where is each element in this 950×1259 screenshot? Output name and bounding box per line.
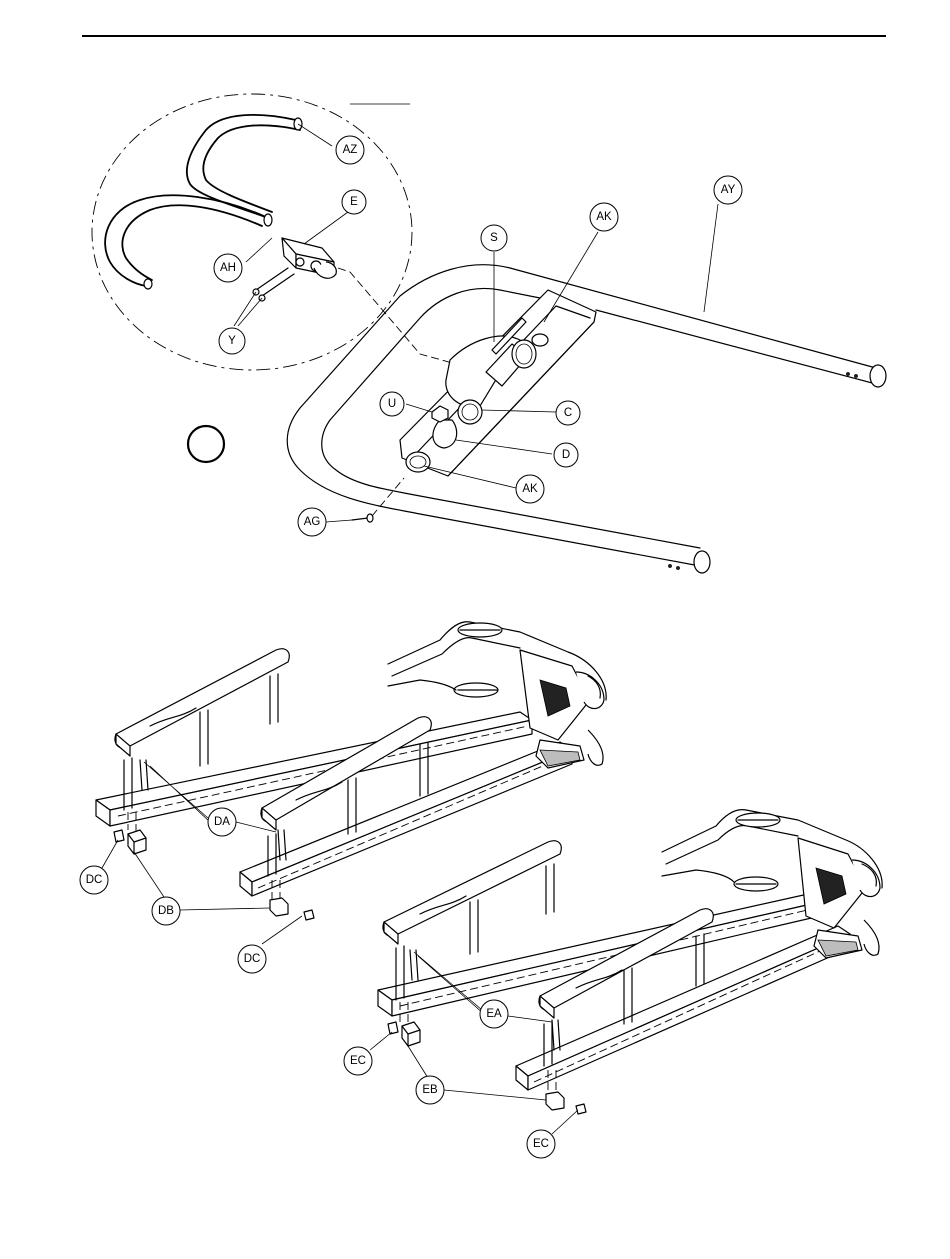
callout-e: E (342, 190, 366, 214)
callout-ea-label: EA (486, 1008, 502, 1020)
frame-assembly-d (96, 622, 606, 920)
callout-c: C (556, 401, 580, 425)
callout-d-label: D (562, 449, 570, 461)
callout-dc-right-label: DC (244, 953, 261, 965)
callout-y-label: Y (228, 335, 236, 347)
callout-ak-bottom: AK (516, 475, 544, 503)
callout-dc-left-label: DC (86, 874, 103, 886)
detail-view (92, 94, 456, 370)
callout-u-label: U (388, 398, 396, 410)
callout-ak-top: AK (590, 203, 618, 231)
main-frame-assembly (287, 265, 886, 573)
callout-s: S (481, 225, 507, 251)
callout-da-label: DA (214, 816, 230, 828)
callout-dc-left: DC (80, 866, 108, 894)
callout-ak-bottom-label: AK (522, 483, 538, 495)
callout-ec-right: EC (527, 1130, 555, 1158)
callout-ec-left: EC (344, 1047, 372, 1075)
callout-c-label: C (564, 407, 572, 419)
callout-ea: EA (480, 1000, 508, 1028)
callout-eb: EB (416, 1076, 444, 1104)
callout-ag-label: AG (304, 516, 321, 528)
callout-ah: AH (214, 254, 242, 282)
callout-az: AZ (336, 136, 364, 164)
callout-s-label: S (490, 232, 498, 244)
callout-y: Y (219, 328, 245, 354)
callout-eb-label: EB (422, 1084, 438, 1096)
callout-ag: AG (298, 508, 326, 536)
callout-d: D (554, 443, 578, 467)
callout-da: DA (208, 808, 236, 836)
callout-ak-top-label: AK (596, 211, 612, 223)
callout-ec-left-label: EC (350, 1055, 366, 1067)
callout-e-label: E (350, 196, 358, 208)
callout-dc-right: DC (238, 945, 266, 973)
callout-ec-right-label: EC (533, 1138, 549, 1150)
callout-az-label: AZ (343, 144, 358, 156)
frame-assembly-e (378, 810, 882, 1114)
callout-db-label: DB (158, 905, 174, 917)
view-marker-circle (188, 426, 224, 462)
callout-ay-label: AY (721, 184, 736, 196)
callout-ah-label: AH (220, 262, 236, 274)
callout-u: U (380, 392, 404, 416)
callout-ay: AY (714, 176, 742, 204)
callout-db: DB (152, 897, 180, 925)
detail-boundary (92, 94, 412, 370)
